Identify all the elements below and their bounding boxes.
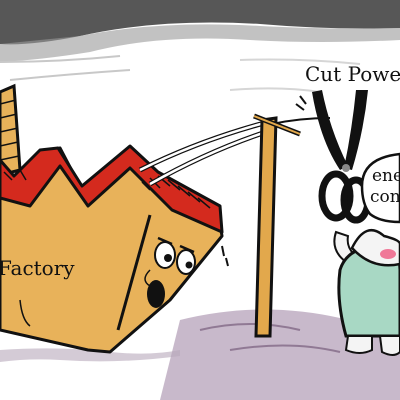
utility-pole xyxy=(253,95,307,338)
speech-bubble xyxy=(360,152,400,224)
speech-bubble-line-2: con xyxy=(370,187,400,207)
power-line xyxy=(138,117,331,187)
cut-power-label: Cut Power xyxy=(305,62,400,86)
speech-bubble-line-1: ene xyxy=(372,166,400,186)
scissors-icon xyxy=(312,90,372,224)
factory-building xyxy=(0,144,229,354)
rabbit-character xyxy=(333,228,400,356)
factory-label: Factory xyxy=(0,256,75,280)
